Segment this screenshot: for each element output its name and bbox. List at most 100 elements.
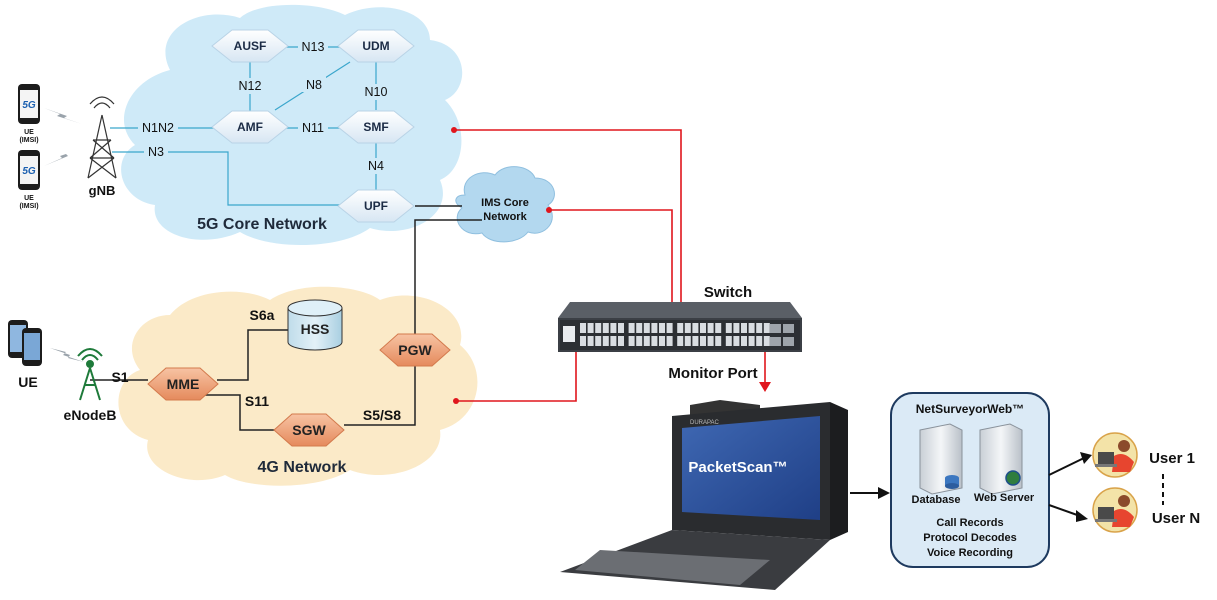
switch-port bbox=[643, 336, 650, 346]
iface-s6a: S6a bbox=[250, 307, 275, 323]
arrow-down-icon bbox=[759, 382, 771, 392]
svg-text:SGW: SGW bbox=[292, 422, 326, 438]
switch-port bbox=[580, 323, 586, 333]
switch-port bbox=[595, 323, 602, 333]
switch-label: Switch bbox=[704, 284, 752, 301]
feature-call-records: Call Records bbox=[936, 517, 1003, 529]
tap-lines bbox=[454, 129, 766, 402]
switch-port bbox=[651, 336, 658, 346]
node-mme: MME bbox=[147, 367, 219, 401]
switch-port bbox=[666, 323, 673, 333]
node-udm: UDM bbox=[337, 29, 415, 63]
user-1-label: User 1 bbox=[1149, 450, 1195, 467]
enodeb-tower-icon bbox=[77, 348, 103, 401]
packetscan-brand: PacketScan™ bbox=[688, 459, 787, 476]
database-label: Database bbox=[912, 494, 961, 506]
switch-port bbox=[659, 323, 665, 333]
node-ausf: AUSF bbox=[211, 29, 289, 63]
feature-protocol-decodes: Protocol Decodes bbox=[923, 532, 1017, 544]
switch-port bbox=[763, 336, 770, 346]
wireless-bolt-icon bbox=[50, 348, 84, 362]
switch-port bbox=[684, 336, 691, 346]
switch-port bbox=[659, 336, 665, 346]
cloud-5g-title: 5G Core Network bbox=[197, 216, 327, 233]
svg-text:UPF: UPF bbox=[364, 199, 388, 213]
links-core bbox=[90, 205, 482, 431]
switch-port bbox=[748, 336, 755, 346]
iface-n4: N4 bbox=[368, 159, 384, 173]
web-server-icon bbox=[979, 423, 1023, 495]
node-smf: SMF bbox=[337, 110, 415, 144]
switch-sfp-port bbox=[783, 337, 794, 346]
enodeb-label: eNodeB bbox=[64, 407, 117, 423]
arrow-right-icon bbox=[878, 487, 890, 499]
switch-sfp-port bbox=[770, 324, 781, 333]
webserver-label: Web Server bbox=[974, 492, 1035, 504]
cloud-4g-title: 4G Network bbox=[258, 459, 347, 476]
node-hss: HSS bbox=[287, 299, 343, 351]
phone-5g-bottom-icon: 5G bbox=[18, 150, 40, 190]
svg-text:MME: MME bbox=[167, 376, 200, 392]
svg-text:HSS: HSS bbox=[301, 321, 330, 337]
switch-port bbox=[628, 323, 635, 333]
switch-port bbox=[602, 323, 609, 333]
user-1-avatar bbox=[1092, 432, 1138, 478]
switch-port bbox=[741, 323, 747, 333]
switch-port bbox=[748, 323, 755, 333]
ims-label-line2: Network bbox=[483, 211, 527, 223]
ue-4g-label: UE bbox=[18, 374, 37, 390]
node-sgw: SGW bbox=[273, 413, 345, 447]
svg-text:PGW: PGW bbox=[398, 342, 432, 358]
database-server-icon bbox=[919, 423, 963, 495]
svg-text:5G: 5G bbox=[22, 100, 36, 111]
switch-port bbox=[677, 336, 684, 346]
switch-port bbox=[580, 336, 586, 346]
phones-4g-icon bbox=[8, 320, 42, 366]
user-n-avatar bbox=[1092, 487, 1138, 533]
switch-port bbox=[602, 336, 609, 346]
switch-port bbox=[700, 323, 706, 333]
switch-port bbox=[756, 336, 763, 346]
switch-port bbox=[677, 323, 684, 333]
monitor-port-label: Monitor Port bbox=[668, 365, 757, 382]
phone-5g-top-icon: 5G bbox=[18, 84, 40, 124]
svg-text:DURAPAC: DURAPAC bbox=[690, 420, 720, 426]
node-upf: UPF bbox=[337, 189, 415, 223]
svg-text:AUSF: AUSF bbox=[234, 39, 267, 53]
ue-bottom-imsi: (IMSI) bbox=[19, 203, 38, 210]
packetscan-laptop: DURAPAC bbox=[560, 400, 848, 590]
svg-text:SMF: SMF bbox=[363, 120, 388, 134]
switch-port bbox=[587, 323, 594, 333]
iface-s1: S1 bbox=[111, 369, 128, 385]
user-n-label: User N bbox=[1152, 510, 1200, 527]
switch-port bbox=[628, 336, 635, 346]
wireless-bolt-icon bbox=[44, 148, 84, 166]
switch-port bbox=[618, 336, 624, 346]
ims-label-line1: IMS Core bbox=[481, 197, 529, 209]
node-amf: AMF bbox=[211, 110, 289, 144]
cloud-4g-network bbox=[118, 286, 478, 486]
gnb-label: gNB bbox=[89, 183, 116, 198]
iface-s11: S11 bbox=[245, 393, 269, 409]
switch-port bbox=[636, 336, 643, 346]
arrow-user1-icon bbox=[1080, 452, 1092, 464]
iface-n10: N10 bbox=[365, 85, 388, 99]
switch-port bbox=[715, 336, 722, 346]
arrow-usern-icon bbox=[1076, 510, 1088, 522]
svg-text:5G: 5G bbox=[22, 166, 36, 177]
cloud-ims-core bbox=[455, 166, 555, 243]
switch-port bbox=[636, 323, 643, 333]
iface-n12: N12 bbox=[239, 79, 262, 93]
svg-text:AMF: AMF bbox=[237, 120, 263, 134]
switch-port bbox=[610, 336, 617, 346]
switch-port bbox=[700, 336, 706, 346]
iface-n3: N3 bbox=[148, 145, 164, 159]
switch-port bbox=[715, 323, 722, 333]
switch-port bbox=[733, 323, 740, 333]
cloud-5g-core bbox=[121, 4, 463, 246]
switch-port bbox=[725, 323, 732, 333]
switch-port bbox=[618, 323, 624, 333]
wireless-bolt-icon bbox=[44, 108, 82, 124]
ue-top-label: UE bbox=[24, 129, 34, 136]
